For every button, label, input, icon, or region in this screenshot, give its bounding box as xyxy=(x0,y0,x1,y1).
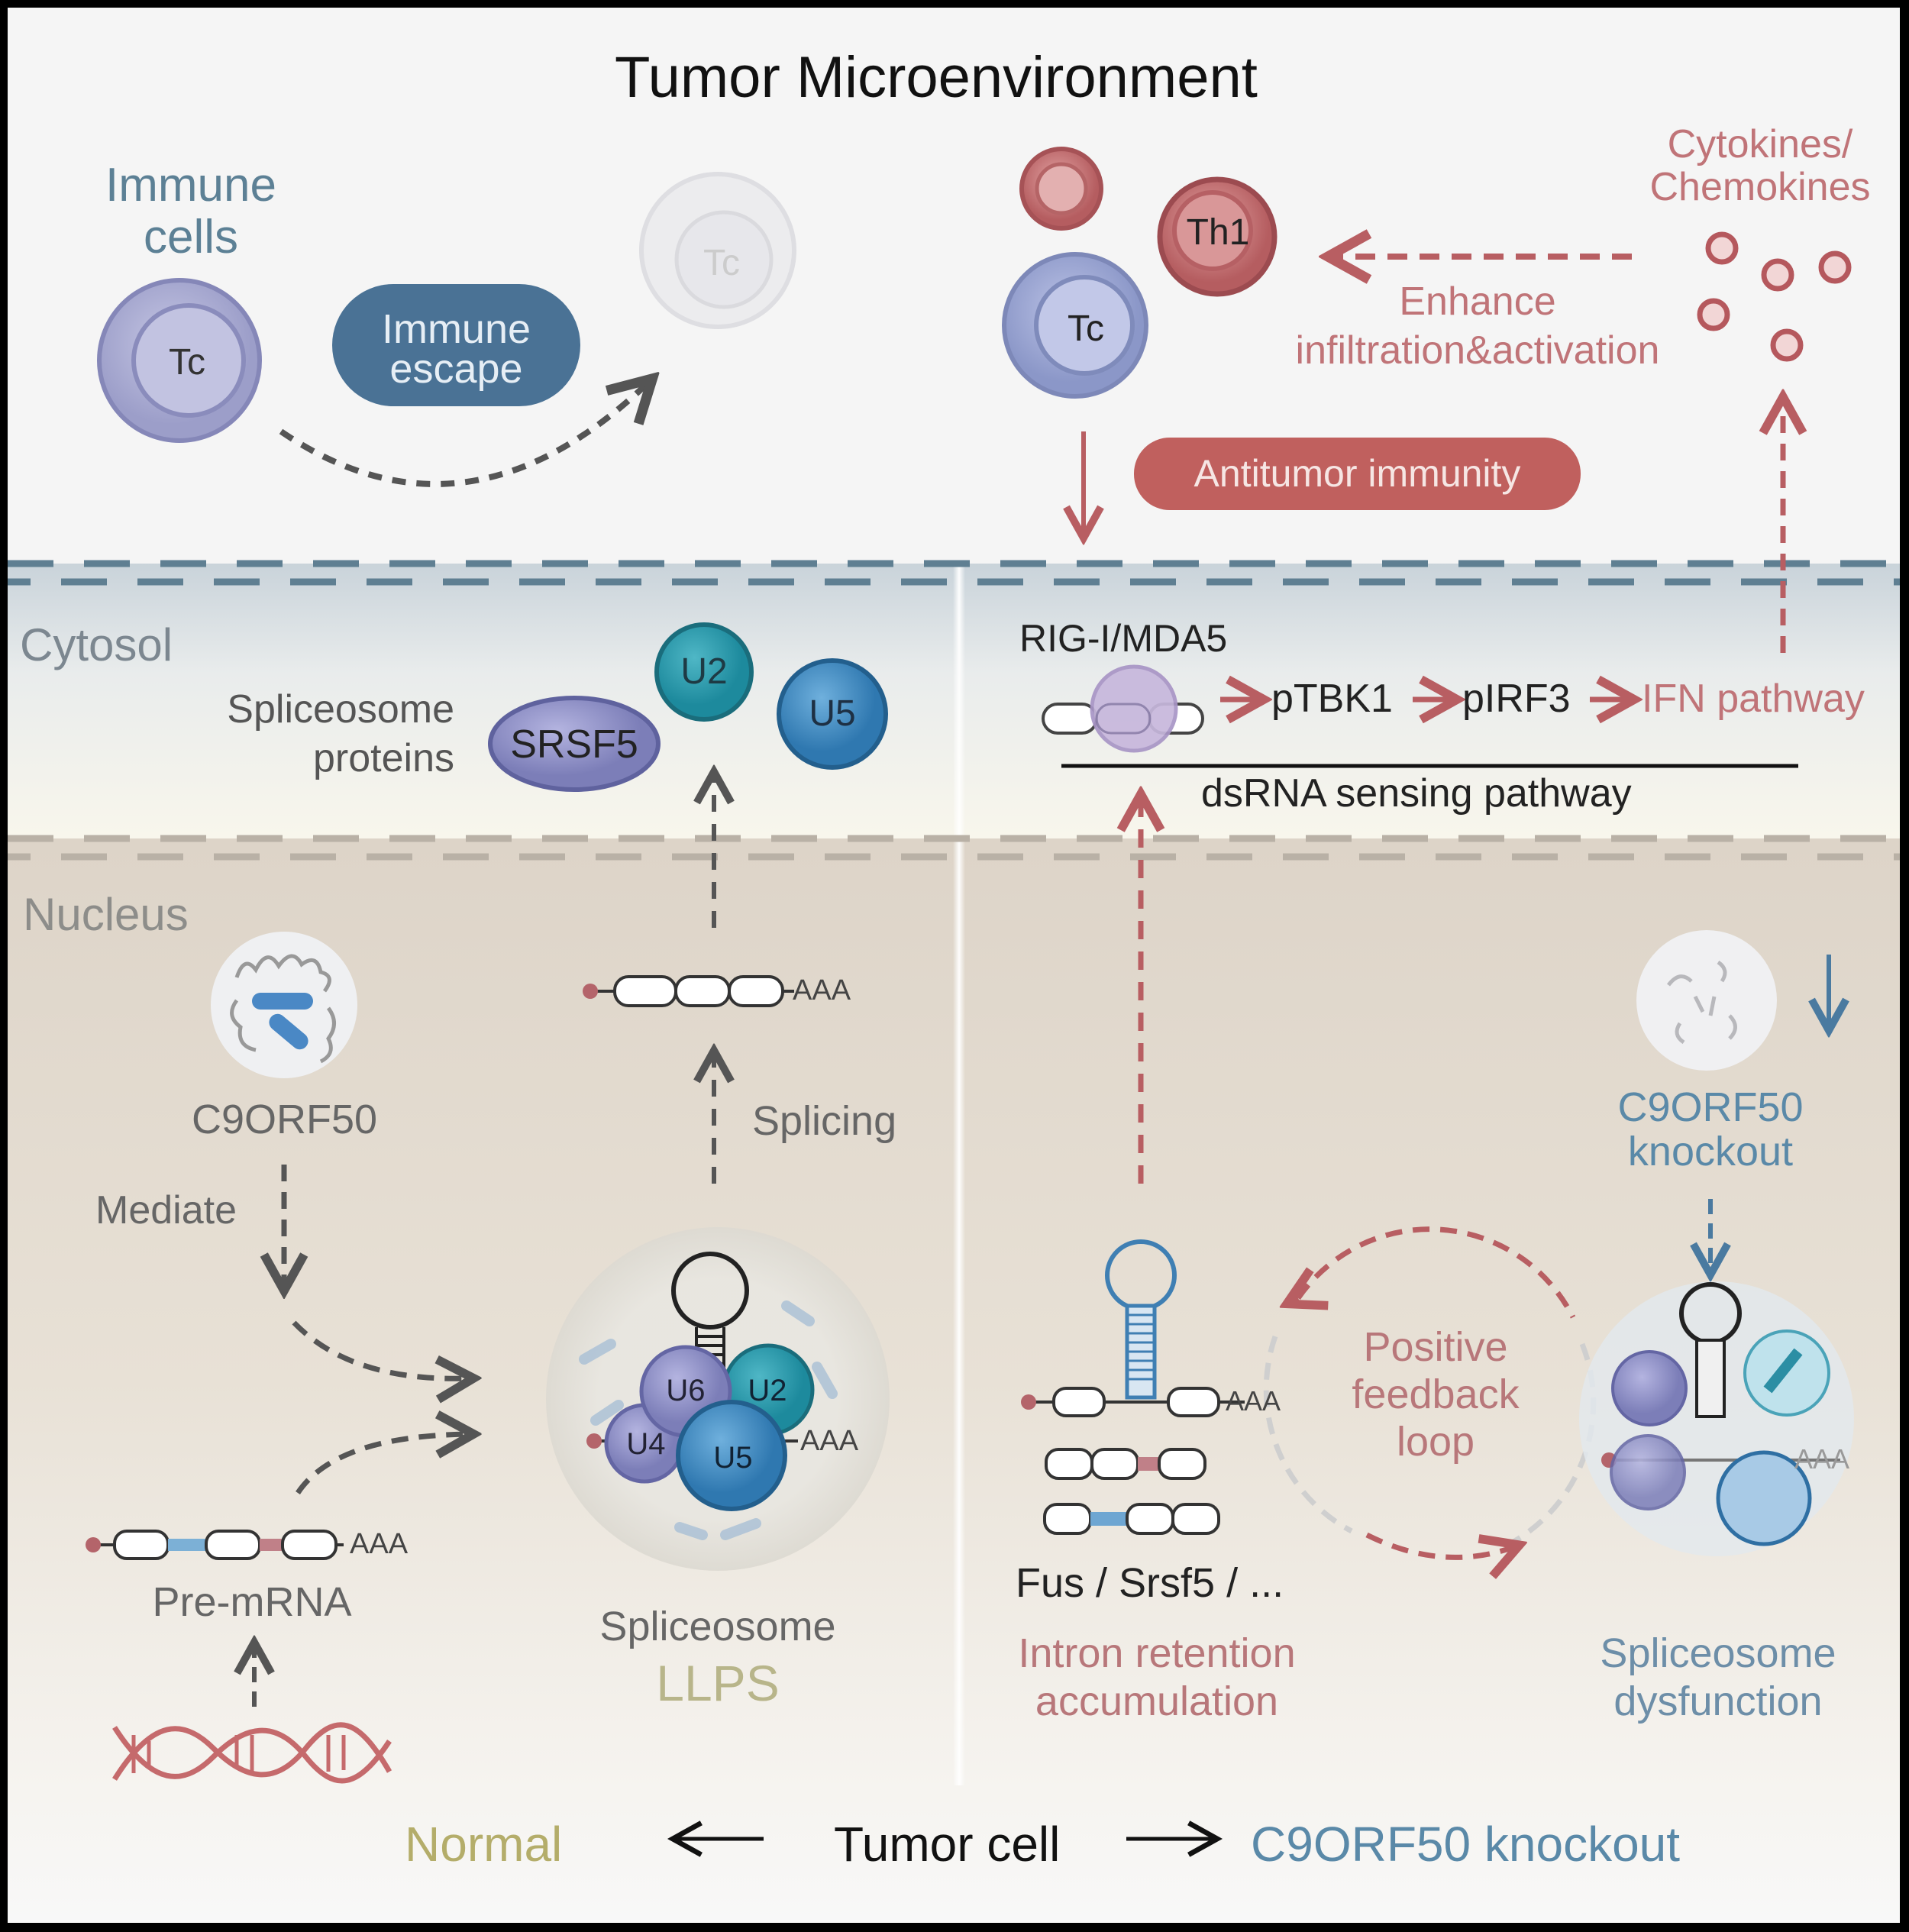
srsf5-label: SRSF5 xyxy=(510,722,638,767)
tc-label-left: Tc xyxy=(169,342,205,383)
dysfunction-label-line1: Spliceosome xyxy=(1600,1630,1836,1676)
feedback-label-line2: feedback xyxy=(1352,1371,1520,1417)
ptbk1-label: pTBK1 xyxy=(1271,677,1393,721)
spliceosome-proteins-label-line2: proteins xyxy=(313,736,454,780)
small-red-cell xyxy=(1019,147,1103,231)
intron-retention-rna-icon xyxy=(1021,1239,1245,1535)
dna-icon xyxy=(112,1722,392,1784)
mature-mrna-icon xyxy=(583,975,794,1007)
immune-escape-label-line2: escape xyxy=(389,346,523,392)
antitumor-immunity-pill xyxy=(1134,438,1581,510)
nucleus-label: Nucleus xyxy=(23,889,189,940)
u2-protein-cytosol xyxy=(654,622,754,722)
th1-cell xyxy=(1157,176,1278,297)
intron-retention-label-line2: accumulation xyxy=(1035,1678,1279,1724)
srsf5-protein xyxy=(488,696,661,792)
cytokines-label-line2: Chemokines xyxy=(1649,165,1871,209)
u5-label-cytosol: U5 xyxy=(809,693,856,734)
mediate-label: Mediate xyxy=(95,1188,237,1233)
u2-label-llps: U2 xyxy=(748,1374,787,1407)
cytokine-dots xyxy=(1697,231,1852,362)
dsrna-sensing-label: dsRNA sensing pathway xyxy=(1201,771,1632,816)
diagram-graphics xyxy=(8,147,1900,1784)
immune-escape-label-line1: Immune xyxy=(381,306,531,352)
genes-label: Fus / Srsf5 / ... xyxy=(1016,1560,1284,1606)
immune-cells-label-line2: cells xyxy=(143,211,239,263)
llps-polya-label: AAA xyxy=(800,1425,859,1457)
pre-mrna-polya-label: AAA xyxy=(350,1528,409,1560)
knocked-out-c9orf50-icon xyxy=(1636,930,1777,1071)
footer-knockout-label: C9ORF50 knockout xyxy=(1251,1817,1681,1872)
escape-arrow xyxy=(279,382,649,487)
footer-arrows xyxy=(667,1821,1223,1857)
llps-label: LLPS xyxy=(656,1655,780,1711)
th1-label: Th1 xyxy=(1186,212,1250,253)
c9orf50-label: C9ORF50 xyxy=(191,1097,378,1142)
rig-i-mda5-label: RIG-I/MDA5 xyxy=(1019,617,1228,660)
ifn-pathway-label: IFN pathway xyxy=(1642,677,1865,721)
tc-cell-left xyxy=(97,278,262,443)
dysfunctional-spliceosome-icon xyxy=(1579,1281,1854,1556)
cytosol-label: Cytosol xyxy=(20,619,173,670)
normal-knockout-divider xyxy=(953,564,965,1785)
rig-i-mda5-icon xyxy=(1042,664,1204,753)
pre-mrna-label: Pre-mRNA xyxy=(152,1579,352,1625)
u4-label: U4 xyxy=(626,1427,666,1461)
figure-title: Tumor Microenvironment xyxy=(615,45,1258,110)
feedback-label-line3: loop xyxy=(1396,1419,1475,1465)
intron-rna-polya-label: AAA xyxy=(1226,1385,1281,1417)
immune-cells-label-line1: Immune xyxy=(105,159,276,212)
dysfunction-polya-label: AAA xyxy=(1794,1443,1850,1475)
u6-label: U6 xyxy=(666,1374,706,1407)
spliceosome-proteins-label-line1: Spliceosome xyxy=(227,687,454,732)
pre-mrna-icon xyxy=(86,1530,344,1560)
footer-tumor-cell-label: Tumor cell xyxy=(834,1817,1061,1872)
intron-retention-label-line1: Intron retention xyxy=(1018,1630,1296,1676)
u5-protein-cytosol xyxy=(777,658,888,770)
enhance-label-line1: Enhance xyxy=(1399,279,1556,324)
spliceosome-llps-droplet xyxy=(546,1227,890,1571)
immune-escape-pill xyxy=(332,284,580,406)
antitumor-immunity-label: Antitumor immunity xyxy=(1194,452,1521,495)
nuclear-membrane xyxy=(8,835,1900,861)
knockout-label-line2: knockout xyxy=(1627,1129,1794,1174)
figure-frame: Tumor Microenvironment Immune cells Tc I… xyxy=(8,8,1900,1923)
feedback-label-line1: Positive xyxy=(1363,1324,1508,1370)
enhance-label-line2: infiltration&activation xyxy=(1295,328,1660,373)
pirf3-label: pIRF3 xyxy=(1462,677,1571,721)
tc-label-right: Tc xyxy=(1068,309,1104,349)
mature-mrna-polya-label: AAA xyxy=(793,974,851,1006)
footer-normal-label: Normal xyxy=(405,1817,563,1872)
faded-tc-cell xyxy=(639,172,796,329)
u5-label-llps: U5 xyxy=(713,1441,753,1475)
faded-tc-label: Tc xyxy=(703,243,740,283)
c9orf50-to-llps-arrow xyxy=(292,1320,470,1378)
dysfunction-label-line2: dysfunction xyxy=(1613,1678,1823,1724)
knockout-label-line1: C9ORF50 xyxy=(1617,1084,1804,1130)
splicing-label: Splicing xyxy=(752,1098,897,1144)
c9orf50-protein-icon xyxy=(211,932,357,1078)
tc-cell-right xyxy=(1002,252,1148,399)
cytokines-label-line1: Cytokines/ xyxy=(1667,122,1853,166)
plasma-membrane xyxy=(8,560,1900,586)
spliceosome-label: Spliceosome xyxy=(599,1604,836,1649)
u2-label-cytosol: U2 xyxy=(680,651,728,692)
